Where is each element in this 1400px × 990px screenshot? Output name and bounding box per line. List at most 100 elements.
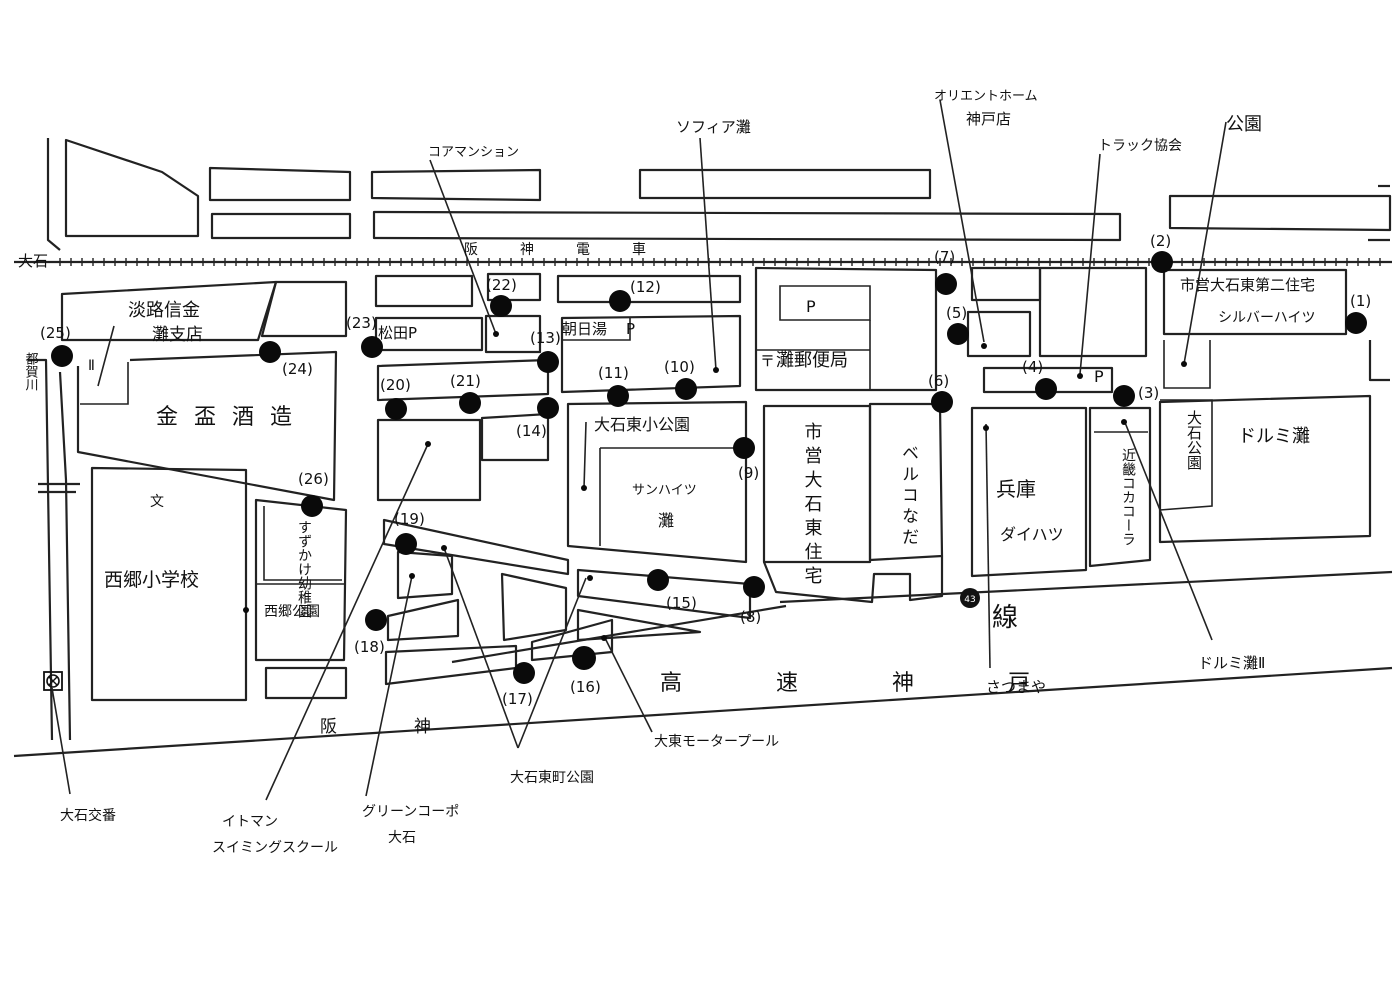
callout-leaders (51, 99, 1227, 801)
nada-post-office-label: 灘郵便局 (776, 350, 848, 371)
stop-number: (7) (934, 248, 955, 266)
awaji-shinkin-label: 淡路信金 (128, 300, 200, 321)
expressway-line-label: 線 (992, 603, 1018, 633)
sophia-nada-callout: ソフィア灘 (676, 118, 751, 136)
satsumaya-callout: さつまや (986, 678, 1046, 696)
stop-number: (3) (1138, 384, 1159, 402)
north-blocks (46, 138, 1392, 251)
stop-marker[interactable] (607, 385, 629, 407)
stop-number: (14) (516, 422, 547, 440)
building-dots (243, 331, 1187, 641)
asahiyu-label: 朝日湯 (562, 320, 607, 338)
stop-marker[interactable] (1113, 385, 1135, 407)
itoman-callout: イトマン (222, 814, 278, 830)
stop-number: (19) (394, 510, 425, 528)
stop-marker[interactable] (675, 378, 697, 400)
stop-number: (25) (40, 324, 71, 342)
map-labels: 大石 阪 神 電 車 淡路信金 灘支店 Ⅱ 金盃酒造 文 西郷小学校 すずかけ幼… (18, 89, 1315, 856)
stop-marker[interactable] (572, 646, 596, 670)
orient-home-branch-callout: 神戸店 (966, 110, 1011, 128)
itoman-school-callout: スイミングスクール (212, 840, 338, 856)
stop-number: (15) (666, 594, 697, 612)
stop-markers: (1) (2) (3) (4) (5) (6) (7) (8) (9) (10) (11) (12) (… (40, 232, 1371, 708)
kinpai-small-mark: Ⅱ (88, 358, 95, 374)
oishi-park-label: 大石公園 (1185, 410, 1203, 470)
stop-number: (13) (530, 329, 561, 347)
post-mark: 〒 (760, 352, 775, 370)
stop-marker[interactable] (385, 398, 407, 420)
sunheights-nada-label: 灘 (658, 511, 674, 530)
stop-number: (2) (1150, 232, 1171, 250)
stop-number: (26) (298, 470, 329, 488)
stop-marker[interactable] (537, 351, 559, 373)
stop-number: (5) (946, 304, 967, 322)
stop-marker[interactable] (647, 569, 669, 591)
hyogo-label: 兵庫 (996, 477, 1036, 501)
belco-nada-label: ベルコなだ (898, 444, 918, 549)
stop-marker[interactable] (743, 576, 765, 598)
stop-marker[interactable] (1345, 312, 1367, 334)
stop-number: (12) (630, 278, 661, 296)
city-housing-2-label: 市営大石東第二住宅 (1180, 276, 1315, 294)
stop-number: (6) (928, 372, 949, 390)
city-blocks (28, 238, 1390, 741)
stop-number: (10) (664, 358, 695, 376)
matsuda-parking-label: 松田P (378, 324, 417, 342)
daito-motor-pool-callout: 大東モータープール (654, 734, 779, 750)
suzukake-kindergarten-label: すずかけ幼稚園 (296, 520, 312, 618)
stop-marker[interactable] (513, 662, 535, 684)
stop-marker[interactable] (935, 273, 957, 295)
koban-mark (43, 671, 63, 691)
stop-marker[interactable] (259, 341, 281, 363)
railway-hanshin (14, 258, 1392, 266)
asahiyu-parking-mark: P (626, 320, 635, 338)
stop-number: (4) (1022, 358, 1043, 376)
silver-heights-label: シルバーハイツ (1218, 310, 1315, 326)
truck-parking-mark: P (1094, 367, 1104, 386)
stop-marker[interactable] (490, 295, 512, 317)
stop-marker[interactable] (537, 397, 559, 419)
stop-number: (9) (738, 464, 759, 482)
stop-marker[interactable] (459, 392, 481, 414)
oishi-koban-callout: 大石交番 (60, 807, 116, 824)
stop-marker[interactable] (365, 609, 387, 631)
awaji-shinkin-branch-label: 灘支店 (152, 325, 203, 345)
daihatsu-label: ダイハツ (1000, 525, 1064, 544)
stop-marker[interactable] (609, 290, 631, 312)
stop-marker[interactable] (301, 495, 323, 517)
post-office-parking-mark: P (806, 297, 816, 316)
stop-number: (8) (740, 608, 761, 626)
station-oishi-label: 大石 (18, 252, 48, 270)
nishigo-park-label: 西郷公園 (264, 604, 320, 620)
stop-number: (21) (450, 372, 481, 390)
stop-marker[interactable] (51, 345, 73, 367)
dormy-nada-label: ドルミ灘 (1238, 426, 1310, 447)
city-housing-label: 市営大石東住宅 (802, 422, 823, 590)
stop-number: (17) (502, 690, 533, 708)
higashimachi-park-callout: 大石東町公園 (510, 770, 594, 786)
stop-marker[interactable] (1035, 378, 1057, 400)
stop-number: (16) (570, 678, 601, 696)
expressway-name-label: 高 速 神 戸 (660, 671, 1066, 696)
stop-number: (11) (598, 364, 629, 382)
stop-number: (1) (1350, 292, 1371, 310)
kinpai-shuzo-label: 金盃酒造 (156, 405, 308, 430)
stop-number: (23) (346, 314, 377, 332)
route-43-mark: 43 (960, 588, 980, 608)
green-corp-callout: グリーンコーポ (362, 804, 459, 820)
core-mansion-callout: コアマンション (428, 145, 519, 160)
sunheights-label: サンハイツ (632, 483, 697, 498)
truck-assoc-callout: トラック協会 (1098, 138, 1182, 154)
dormy-nada-2-callout: ドルミ灘Ⅱ (1198, 654, 1265, 672)
stop-marker[interactable] (361, 336, 383, 358)
stop-marker[interactable] (931, 391, 953, 413)
orient-home-callout: オリエントホーム (934, 89, 1038, 104)
stop-marker[interactable] (947, 323, 969, 345)
river-toga-label: 都賀川 (23, 352, 39, 391)
stop-marker[interactable] (1151, 251, 1173, 273)
expressway-route-label: 阪 神 (320, 717, 461, 737)
stop-marker[interactable] (395, 533, 417, 555)
school-mark: 文 (150, 494, 164, 510)
stop-marker[interactable] (733, 437, 755, 459)
